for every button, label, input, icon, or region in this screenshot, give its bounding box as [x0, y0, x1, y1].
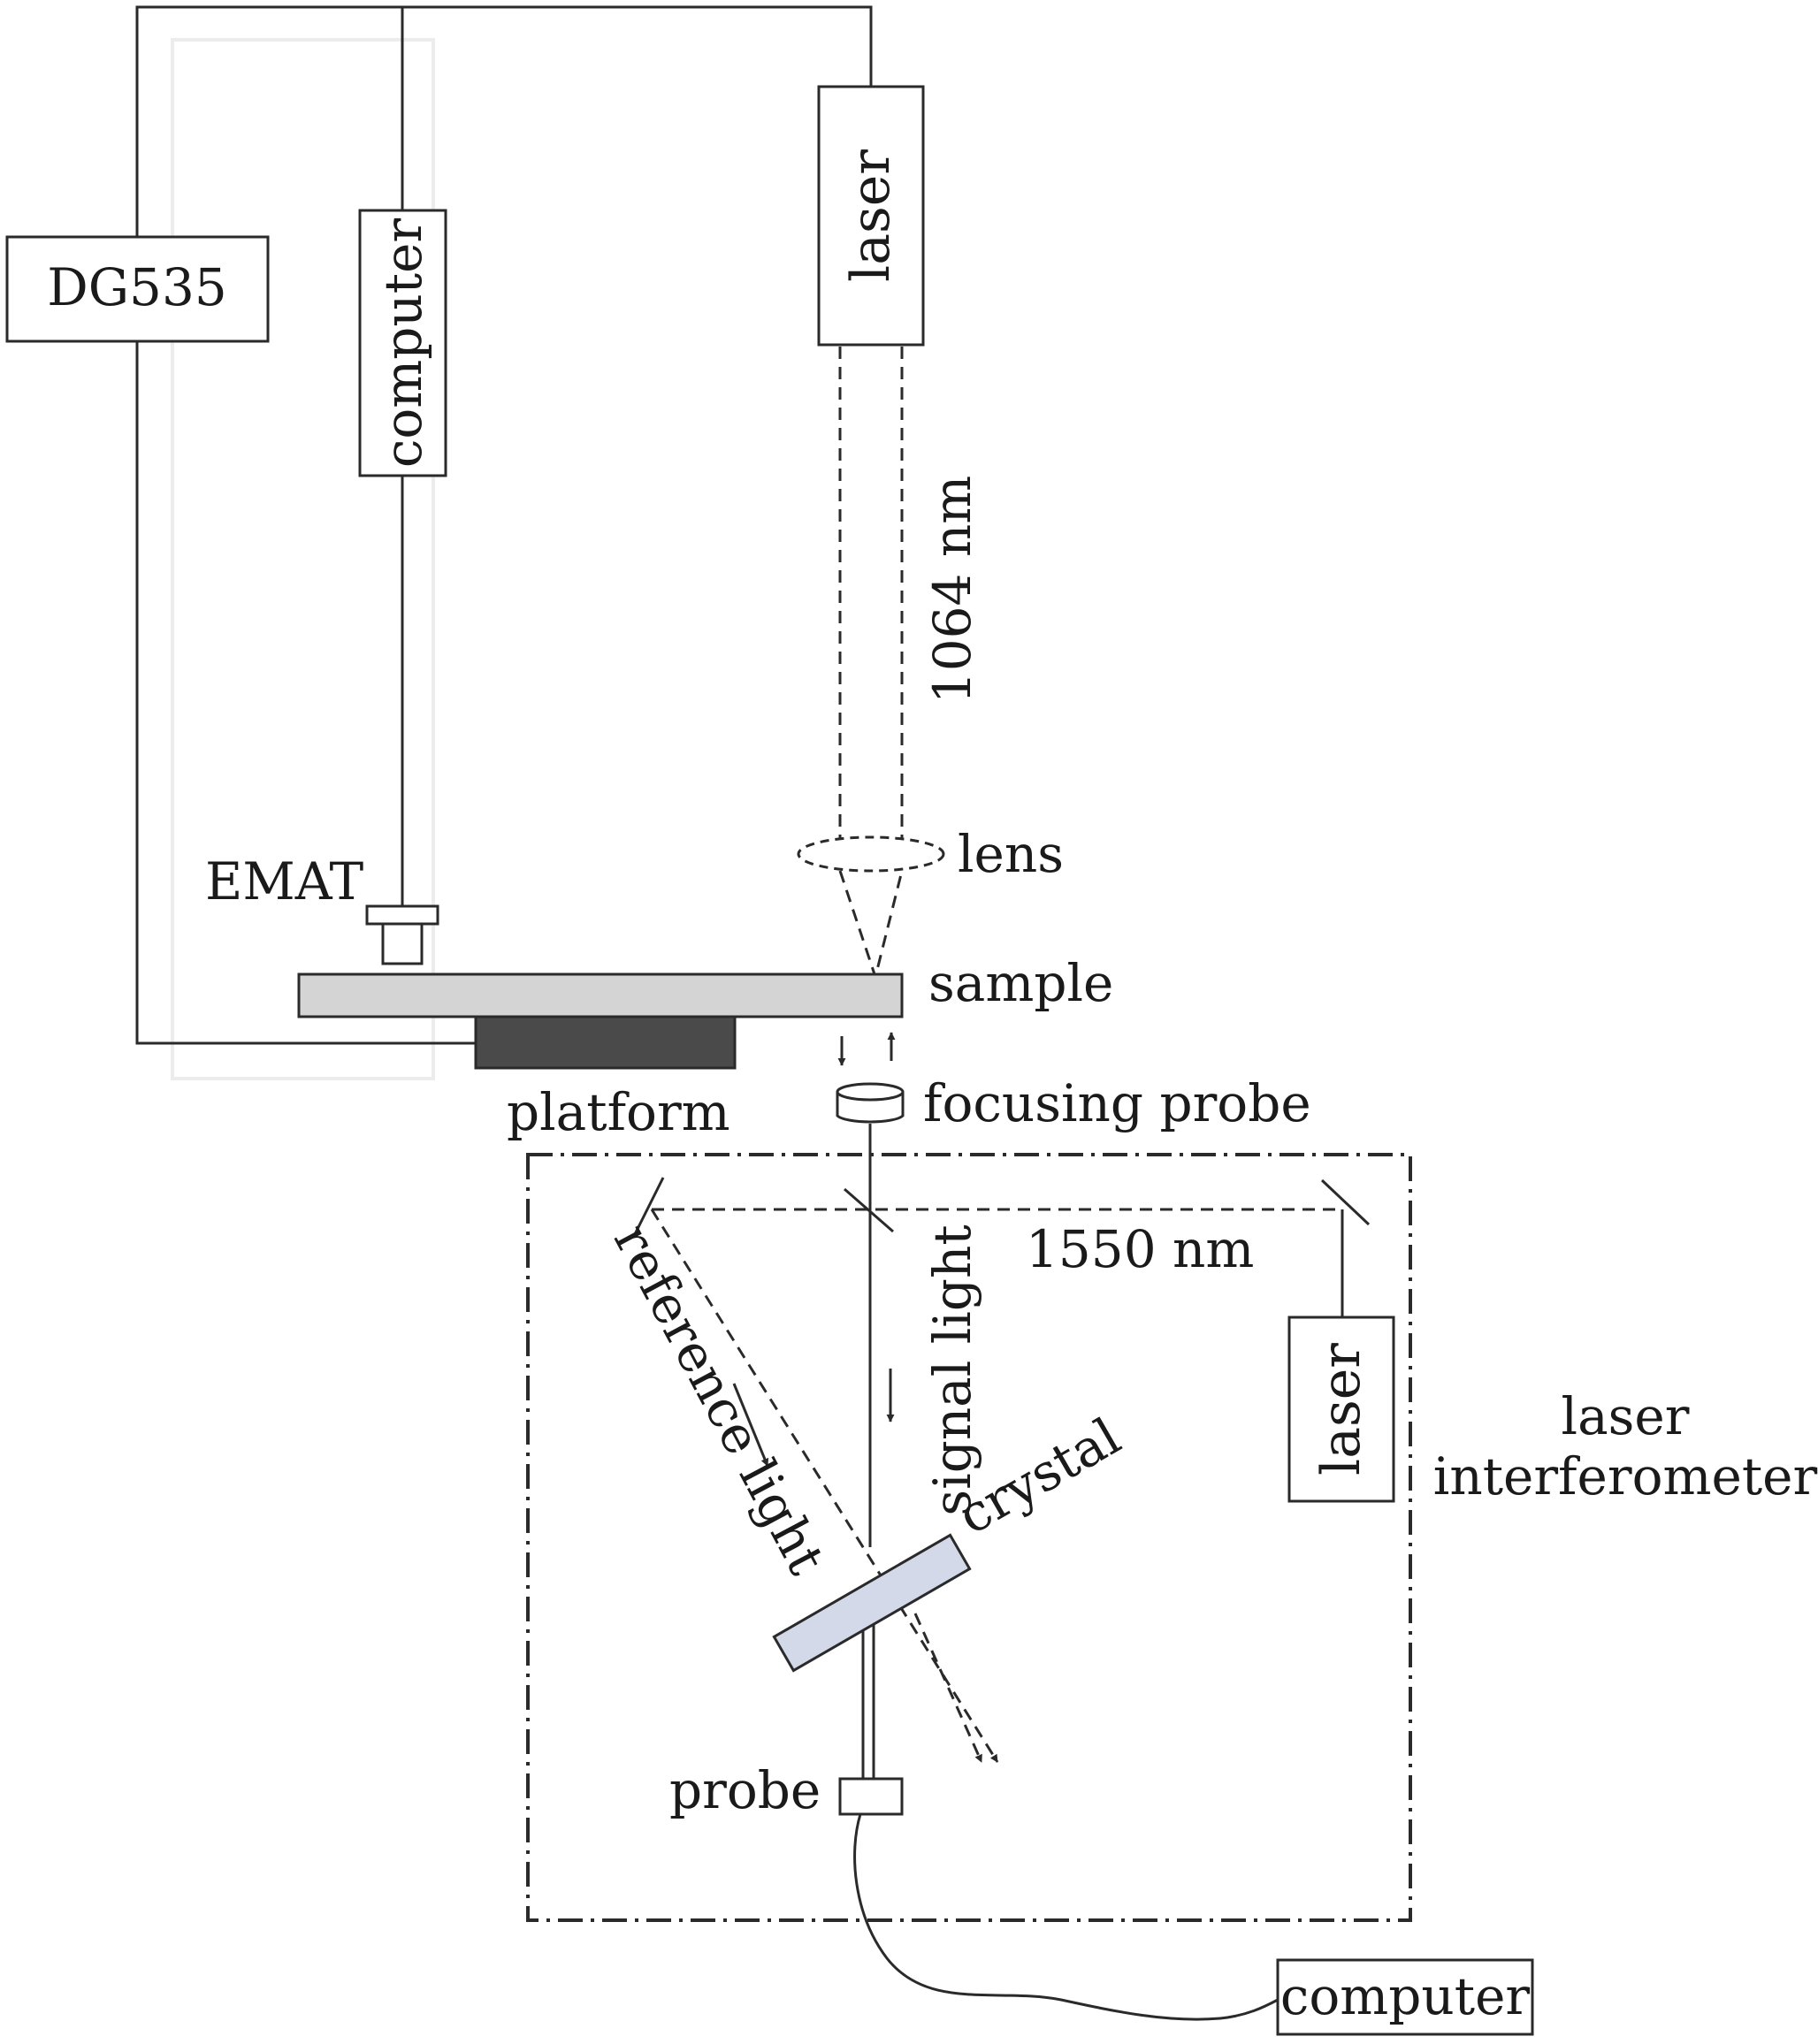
laser-top-box: laser: [817, 85, 925, 347]
signal-light-label: signal light: [922, 1224, 982, 1515]
mirror-left: [632, 1177, 665, 1237]
control-wiring: [135, 5, 873, 1045]
beam-1064: [838, 347, 904, 982]
signal-beam-exit: [913, 1613, 983, 1763]
emat-label: EMAT: [205, 851, 363, 911]
wavelength-1064-label: 1064 nm: [922, 476, 982, 704]
laser-top-label: laser: [840, 149, 902, 282]
interferometer-label-line1: laser: [1562, 1386, 1690, 1446]
focusing-probe: [836, 1082, 905, 1124]
computer-top-box: computer: [358, 209, 447, 477]
interferometer-laser-box: laser: [1287, 1316, 1395, 1503]
sample-label: sample: [928, 953, 1113, 1013]
reference-light-label: reference light: [602, 1215, 836, 1584]
mirror-right: [1320, 1178, 1371, 1226]
dg535-label: DG535: [47, 257, 227, 317]
emat-transducer: [365, 904, 439, 965]
lens-shape: [797, 835, 945, 873]
dg535-box: DG535: [5, 235, 270, 343]
reference-beam: [650, 1209, 999, 1763]
computer-bottom-box: computer: [1276, 1958, 1534, 2036]
computer-bottom-label: computer: [1280, 1966, 1531, 2026]
sample-plate: [297, 972, 904, 1018]
probe-cable: [853, 1813, 1279, 2021]
platform-label: platform: [507, 1082, 730, 1142]
interferometer-enclosure: [526, 1153, 1412, 1922]
wire-dg535-to-laser: [135, 5, 873, 237]
wire-dg535-to-platform: [135, 341, 476, 1045]
interferometer-label-line2: interferometer: [1433, 1446, 1818, 1506]
beam-splitter: [844, 1187, 894, 1233]
probe-label: probe: [669, 1760, 821, 1820]
platform-block: [474, 1015, 737, 1070]
lens-label: lens: [958, 824, 1064, 884]
reference-direction-arrow: [732, 1383, 769, 1467]
crystal-plate: [772, 1533, 972, 1673]
computer-top-label: computer: [373, 218, 433, 469]
background-artifact: [171, 38, 435, 1080]
probe-box: [838, 1777, 904, 1816]
wavelength-1550-label: 1550 nm: [1026, 1219, 1254, 1279]
focusing-probe-label: focusing probe: [923, 1073, 1311, 1133]
interferometer-laser-label: laser: [1310, 1343, 1372, 1476]
